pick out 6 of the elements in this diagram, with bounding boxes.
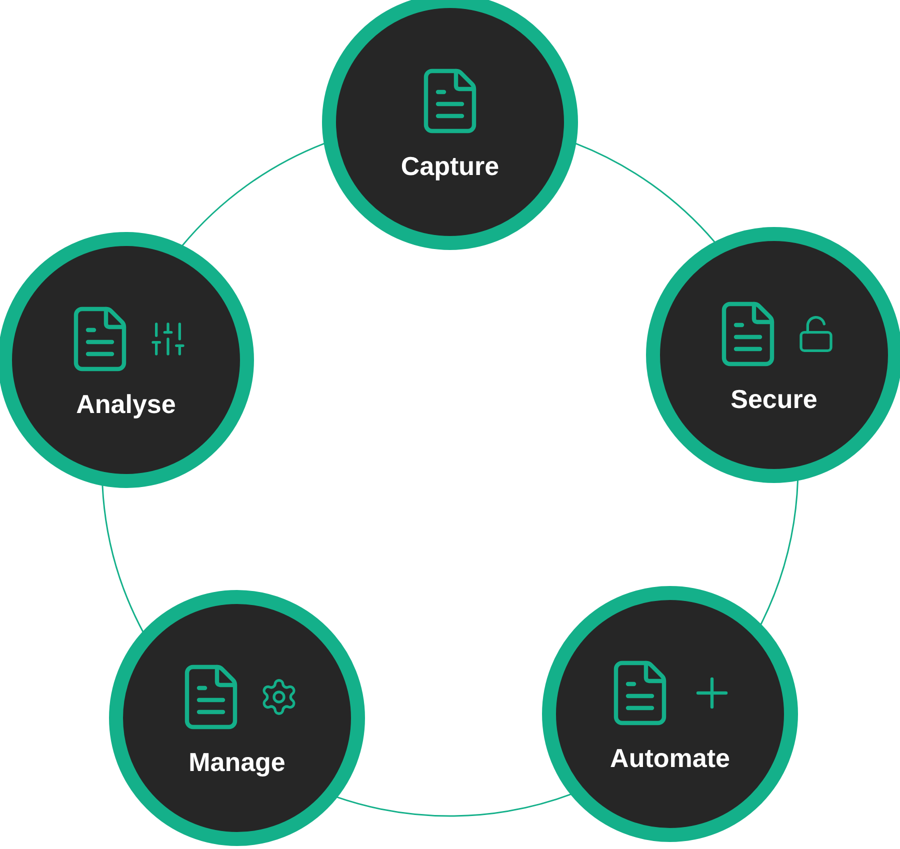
stage-label: Secure [730,386,818,412]
stage-label: Automate [610,745,730,771]
stage-label: Analyse [76,391,176,417]
stage-label: Manage [188,749,286,775]
stage-label: Capture [400,153,500,179]
connector-arc [335,793,573,817]
